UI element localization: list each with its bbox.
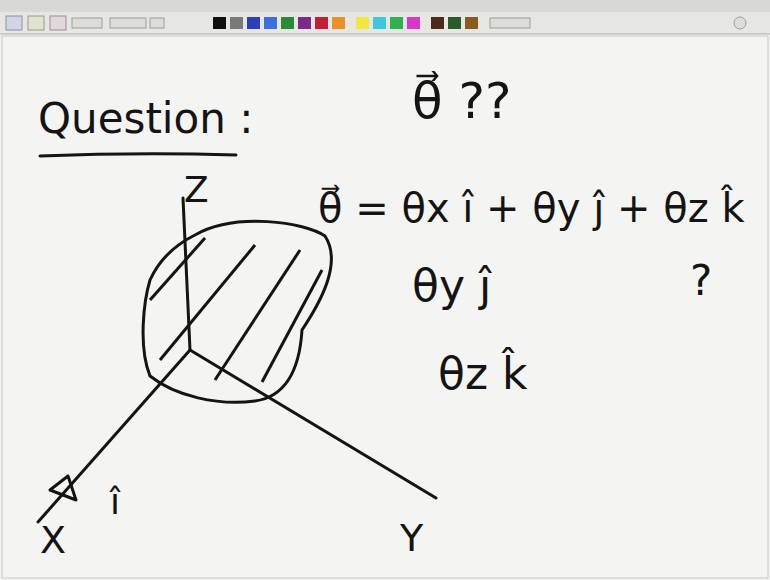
- question-mark: ?: [690, 258, 712, 304]
- tool-bar: [0, 12, 770, 34]
- vector-symbol: θ⃗ ??: [412, 74, 512, 129]
- z-axis: [183, 198, 190, 350]
- heading: Question :: [38, 96, 253, 142]
- heading-underline: [40, 154, 236, 156]
- menu-bar: [0, 0, 770, 12]
- toolbar-border: [0, 34, 770, 35]
- vector-component: θz k̂: [438, 350, 527, 398]
- vector-equation: θ⃗ = θx î + θy ĵ + θz k̂: [318, 186, 745, 230]
- color-palette: [213, 17, 746, 29]
- unit-vector: î: [110, 482, 120, 522]
- tool-icons: [6, 16, 164, 30]
- axis-label: Y: [400, 518, 423, 560]
- y-axis: [190, 350, 436, 498]
- x-axis: [38, 350, 190, 522]
- vector-component: θy ĵ: [412, 262, 491, 310]
- board: [2, 36, 768, 578]
- x-axis-arrowhead: [50, 476, 76, 500]
- axis-label: Z: [184, 170, 209, 210]
- axis-label: X: [40, 520, 66, 562]
- surface-outline: [143, 221, 331, 402]
